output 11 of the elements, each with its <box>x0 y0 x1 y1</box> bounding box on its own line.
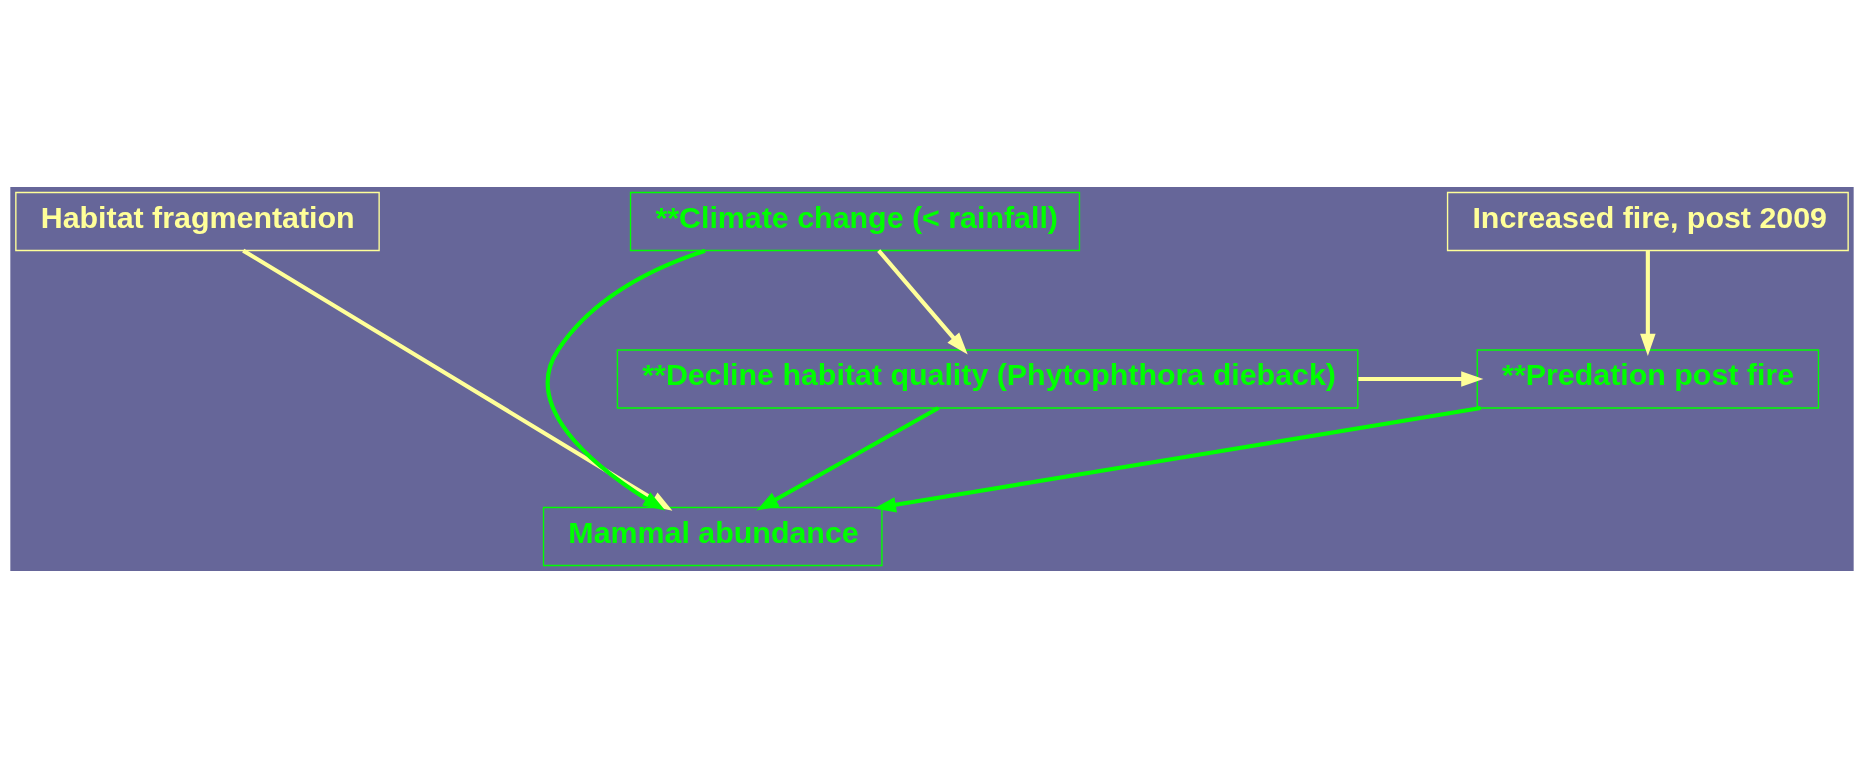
node-box: Habitat fragmentation <box>15 191 380 252</box>
node-box: Increased fire, post 2009 <box>1446 191 1849 252</box>
node-box: **Decline habitat quality (Phytophthora dieback) <box>616 349 1359 409</box>
arrow <box>756 406 940 511</box>
arrow <box>877 249 968 355</box>
node-box: **Climate change (< rainfall) <box>629 191 1081 252</box>
arrow <box>1640 250 1656 356</box>
arrow <box>1358 371 1484 387</box>
node-box: Mammal abundance <box>542 506 883 567</box>
node-box: **Predation post fire <box>1476 349 1820 409</box>
arrow <box>873 406 1482 513</box>
